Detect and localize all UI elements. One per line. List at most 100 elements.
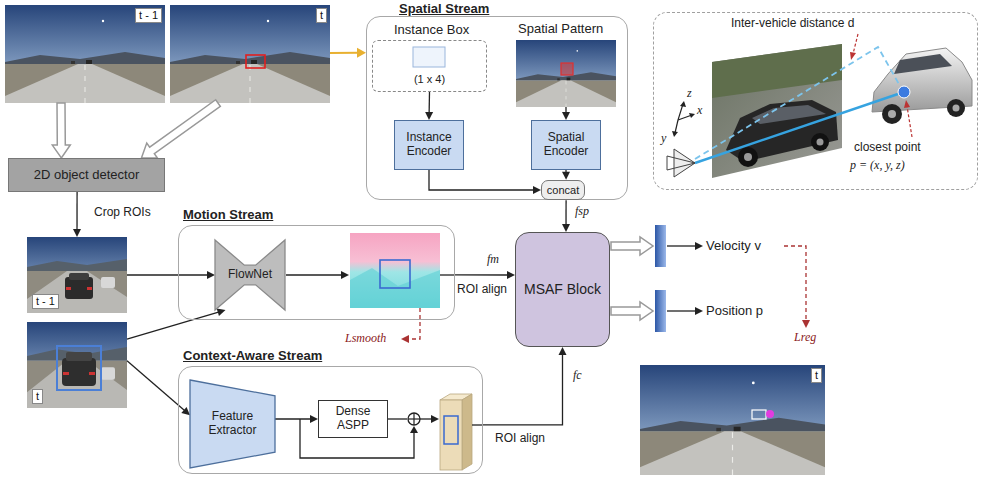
spatial-pattern-image-part [561, 63, 573, 75]
node-label: Instance Box [394, 23, 469, 38]
distance-illustration-part [712, 44, 842, 98]
context-stream-art-part [444, 416, 458, 444]
connector [425, 92, 433, 120]
cropped-rois-part [66, 287, 71, 290]
distance-illustration-part [907, 106, 912, 137]
encoder-box: Instance Encoder [394, 120, 464, 170]
distance-illustration-part [667, 156, 695, 170]
connector-line [428, 92, 430, 114]
concat-box: concat [541, 180, 585, 201]
arrowhead [533, 186, 541, 194]
annotation: Velocity v [706, 239, 761, 253]
cropped-rois-part [65, 277, 93, 299]
output-heads-part [695, 307, 703, 315]
cropped-rois-part [27, 322, 127, 408]
fusion-block: MSAF Block [515, 232, 610, 347]
connector-line [330, 52, 359, 54]
cropped-rois-part [89, 372, 95, 375]
motion-stream-art-part [380, 260, 410, 288]
connector-line [455, 274, 509, 275]
connector [562, 200, 570, 232]
connector [330, 48, 366, 58]
time-tag: t [811, 368, 822, 383]
output-heads-part [802, 320, 810, 328]
distance-illustration-part [689, 113, 695, 118]
aspp-box: Dense ASPP [318, 400, 388, 438]
edge-label: fc [572, 368, 583, 382]
spatial-pattern: Spatial Pattern [516, 40, 616, 107]
connector-line [127, 274, 209, 275]
annotation: Position p [706, 304, 763, 318]
shape-outline [215, 240, 285, 310]
context-stream-art-part [408, 413, 420, 425]
encoder-box: Spatial Encoder [531, 120, 601, 170]
node-label: Inter-vehicle distance d [731, 17, 854, 31]
connector-line [76, 192, 77, 231]
connector-line [565, 200, 566, 225]
output-heads-part [784, 246, 806, 321]
distance-illustration-part [680, 101, 686, 107]
arrowhead [73, 229, 81, 237]
hollow-arrow [52, 103, 70, 158]
output-heads-part [695, 242, 703, 250]
context-stream-art-part [472, 424, 483, 425]
cropped-rois-part [87, 287, 92, 290]
connector-line [275, 418, 312, 419]
distance-illustration-part [850, 52, 856, 60]
node-label: MSAF Block [524, 281, 601, 297]
axis-label: z [687, 86, 692, 100]
distance-illustration-part [744, 153, 752, 161]
connector [127, 361, 190, 416]
distance-illustration-part [882, 104, 902, 124]
node-label: p = (x, y, z) [850, 159, 905, 173]
stream-panel: Context-Aware StreamFeature ExtractorDen… [178, 366, 483, 474]
motion-stream-art-part [286, 274, 343, 275]
connector-line [127, 312, 219, 339]
node-label: concat [547, 184, 579, 197]
distance-illustration-part [947, 99, 965, 117]
input-frames [5, 5, 330, 103]
arrowhead [181, 407, 190, 415]
cropped-rois-part [66, 352, 92, 361]
detector-box: 2D object detector [8, 158, 165, 192]
connector [429, 170, 541, 194]
axis-label: y [661, 131, 666, 145]
annotation: ROI align [495, 431, 545, 445]
context-stream-art [300, 394, 483, 470]
context-stream-art-part [462, 394, 472, 470]
stream-panel: Motion StreamFlowNet [178, 225, 455, 320]
distance-illustration-part [898, 86, 910, 98]
output-heads-part [655, 225, 666, 267]
distance-illustration-part [817, 139, 824, 146]
spatial-pattern-image-part [516, 40, 616, 107]
motion-stream-art-part [341, 271, 349, 279]
output-heads-part [655, 290, 666, 332]
arrowhead [562, 172, 570, 180]
shape-outline [190, 380, 275, 468]
feature-extractor: Feature Extractor [190, 380, 275, 468]
output-heads-part [667, 245, 697, 246]
motion-stream-art [286, 233, 455, 343]
distance-illustration-part [738, 147, 758, 167]
arrowhead [310, 415, 318, 423]
node-label: 2D object detector [34, 168, 140, 183]
distance-illustration-part [953, 105, 960, 112]
node-label: FlowNet [228, 268, 272, 282]
roi-crop: t - 1 [27, 237, 127, 313]
node-label: closest point [854, 141, 921, 155]
node-label: Spatial Pattern [518, 22, 603, 37]
time-tag: t [316, 8, 327, 23]
motion-stream-art-part [350, 233, 440, 308]
context-stream-art-part [388, 418, 407, 419]
connector-line [483, 353, 563, 425]
node-label: Feature Extractor [194, 410, 271, 438]
hollow-arrow [141, 100, 220, 158]
annotation: Lsmooth [345, 331, 386, 345]
connector-line [127, 361, 185, 411]
cropped-rois-part [57, 346, 101, 390]
arrowhead [562, 224, 570, 232]
time-tag: t - 1 [32, 294, 59, 309]
